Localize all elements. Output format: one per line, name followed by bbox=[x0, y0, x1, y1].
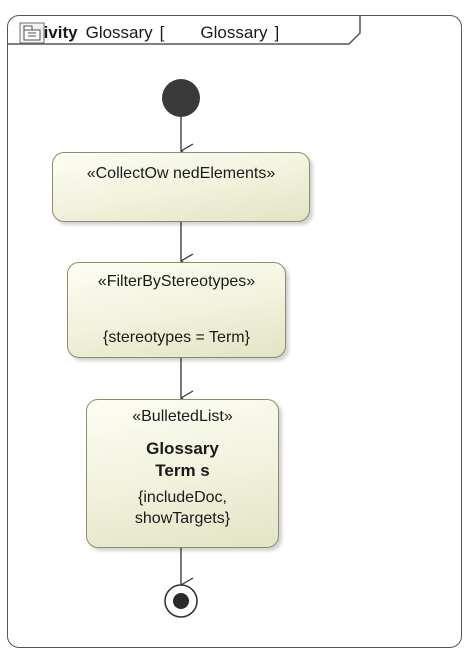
action-collect-owned-elements[interactable]: «CollectOw nedElements» bbox=[52, 152, 310, 222]
package-icon bbox=[19, 22, 195, 44]
frame-ref-name: Glossary bbox=[200, 23, 268, 42]
frame-name: Glossary bbox=[85, 23, 153, 42]
action-name-line1: Glossary bbox=[146, 439, 219, 458]
frame-header: activity Glossary [ Glossary ] bbox=[7, 15, 362, 45]
action-name: Glossary Term s bbox=[87, 438, 278, 482]
frame-bracket-close: ] bbox=[274, 23, 280, 42]
tagged-values: {stereotypes = Term} bbox=[103, 329, 250, 346]
tagged-values: {includeDoc, showTargets} bbox=[87, 487, 278, 529]
action-bulleted-list[interactable]: «BulletedList» Glossary Term s {includeD… bbox=[86, 399, 279, 548]
activity-final-node[interactable] bbox=[164, 584, 198, 618]
action-name-line2: Term s bbox=[155, 461, 210, 480]
frame-bracket-open: [ bbox=[159, 23, 165, 42]
frame-title: activity Glossary [ Glossary ] bbox=[19, 22, 282, 44]
stereotype-label: «BulletedList» bbox=[132, 408, 233, 425]
stereotype-label: «CollectOw nedElements» bbox=[86, 165, 276, 182]
tagged-values-line1: {includeDoc, bbox=[138, 489, 227, 506]
action-filter-by-stereotypes[interactable]: «FilterByStereotypes» {stereotypes = Ter… bbox=[67, 262, 286, 358]
initial-node[interactable] bbox=[162, 79, 200, 117]
frame-header-tab bbox=[7, 15, 361, 45]
stereotype-label: «FilterByStereotypes» bbox=[97, 273, 256, 290]
tagged-values-line2: showTargets} bbox=[134, 510, 231, 527]
